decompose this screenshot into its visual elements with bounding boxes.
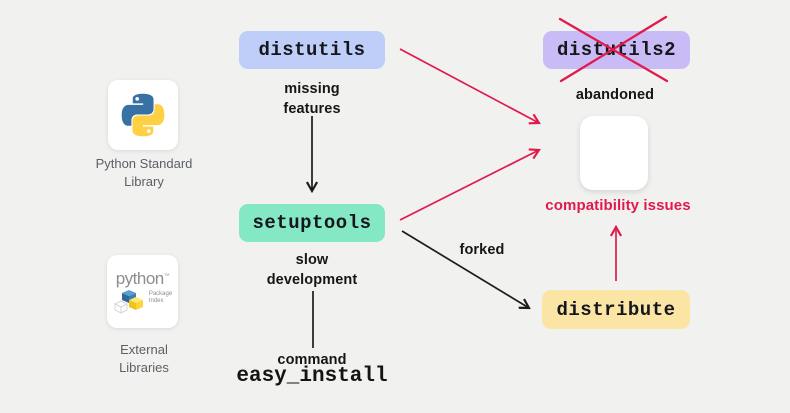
pypi-subtext: Package Index bbox=[148, 290, 173, 305]
arrow-setuptools-to-compatibility bbox=[399, 150, 539, 221]
python-standard-library-card bbox=[108, 80, 178, 150]
pypi-wordmark: python™ bbox=[115, 268, 170, 288]
node-setuptools: setuptools bbox=[239, 204, 385, 242]
pypi-card-label: External Libraries bbox=[119, 342, 169, 376]
pypi-card: python™ Package Index bbox=[107, 255, 178, 328]
node-distutils2-label: distutils2 bbox=[556, 39, 677, 61]
compatibility-box bbox=[580, 116, 648, 190]
node-distutils-label: distutils bbox=[258, 39, 366, 61]
python-card-label: Python Standard Library bbox=[95, 156, 193, 190]
note-slow-development: slow development bbox=[266, 252, 358, 288]
note-abandoned: abandoned bbox=[575, 87, 655, 103]
note-missing-features: missing features bbox=[283, 81, 341, 117]
python-logo-icon bbox=[121, 93, 165, 137]
node-distutils2: distutils2 bbox=[543, 31, 690, 69]
note-forked: forked bbox=[459, 242, 505, 258]
node-setuptools-label: setuptools bbox=[252, 212, 372, 234]
node-distutils: distutils bbox=[239, 31, 385, 69]
text-easy-install: easy_install bbox=[236, 365, 388, 388]
node-distribute-label: distribute bbox=[556, 298, 676, 321]
note-command: command bbox=[277, 352, 347, 368]
pypi-logo-icon: python™ Package Index bbox=[113, 270, 172, 314]
note-compatibility-issues: compatibility issues bbox=[545, 197, 691, 214]
node-distribute: distribute bbox=[542, 290, 690, 329]
pypi-cubes-icon bbox=[113, 289, 143, 314]
arrow-distutils-to-compatibility bbox=[399, 48, 539, 123]
